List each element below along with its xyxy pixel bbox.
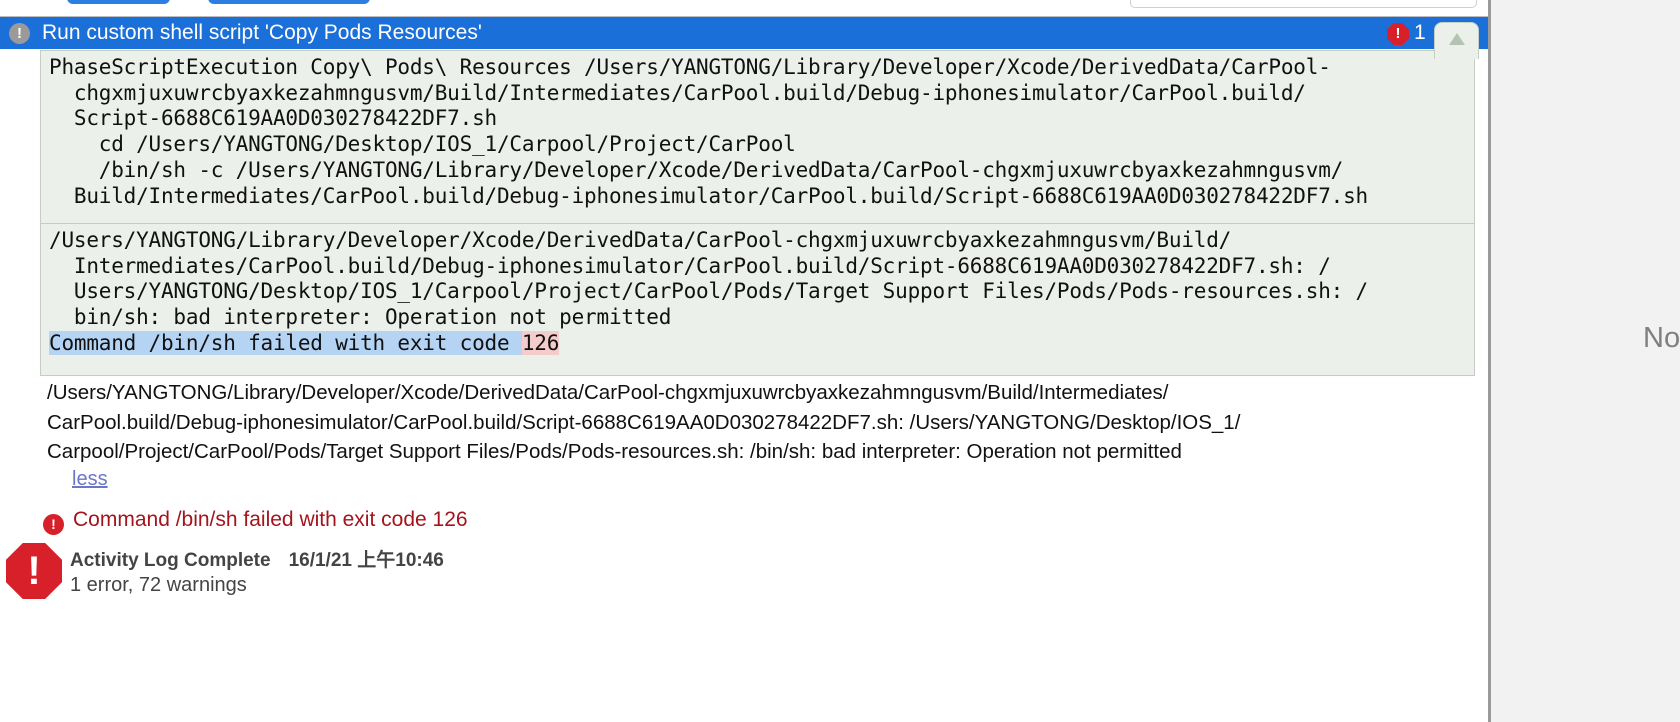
toolbar-button-1[interactable] [67,0,170,4]
stop-error-icon: ! [6,543,62,599]
error-icon: ! [1387,23,1409,45]
build-step-title: Run custom shell script 'Copy Pods Resou… [42,21,482,44]
error-summary-line[interactable]: ! Command /bin/sh failed with exit code 1… [43,508,468,535]
message-line: /Users/YANGTONG/Library/Developer/Xcode/… [47,381,1169,404]
transcript-line: chgxmjuxuwrcbyaxkezahmngusvm/Build/Inter… [49,80,1306,105]
build-step-header[interactable]: ! Run custom shell script 'Copy Pods Res… [0,16,1488,49]
activity-title: Activity Log Complete [70,550,271,571]
activity-date: 16/1/21 上午10:46 [288,550,444,571]
inspector-panel: No [1488,0,1680,722]
error-summary-text: Command /bin/sh failed with exit code 12… [73,508,468,531]
transcript-line: cd /Users/YANGTONG/Desktop/IOS_1/Carpool… [49,132,796,157]
info-icon: ! [9,23,30,44]
message-line: Carpool/Project/CarPool/Pods/Target Supp… [47,440,1182,463]
failed-text-highlight: Command /bin/sh failed with exit code [49,330,510,355]
error-message: /Users/YANGTONG/Library/Developer/Xcode/… [47,378,1240,467]
highlight-space [509,330,522,355]
activity-log-status: Activity Log Complete 16/1/21 上午10:46 [70,545,444,572]
transcript-line: Script-6688C619AA0D030278422DF7.sh [49,106,497,131]
output-line: /Users/YANGTONG/Library/Developer/Xcode/… [49,228,1232,252]
output-line: bin/sh: bad interpreter: Operation not p… [49,305,672,330]
collapse-button[interactable] [1434,22,1479,59]
output-line: Intermediates/CarPool.build/Debug-iphone… [49,253,1331,278]
command-output: /Users/YANGTONG/Library/Developer/Xcode/… [40,223,1475,376]
filter-field[interactable] [1130,0,1477,8]
transcript-line: Build/Intermediates/CarPool.build/Debug-… [49,183,1368,208]
output-line: Users/YANGTONG/Desktop/IOS_1/Carpool/Pro… [49,279,1368,304]
activity-summary: 1 error, 72 warnings [70,574,247,596]
error-count: 1 [1414,21,1426,44]
transcript-line: PhaseScriptExecution Copy\ Pods\ Resourc… [49,55,1331,79]
exit-code-highlight: 126 [521,330,560,355]
message-line: CarPool.build/Debug-iphonesimulator/CarP… [47,410,1241,434]
transcript-line: /bin/sh -c /Users/YANGTONG/Library/Devel… [49,157,1344,182]
less-link[interactable]: less [72,468,108,490]
toolbar-button-2[interactable] [208,0,370,4]
triangle-up-icon [1449,33,1465,45]
command-transcript: PhaseScriptExecution Copy\ Pods\ Resourc… [40,50,1475,224]
no-selection-label: No [1643,322,1680,354]
error-icon: ! [43,514,64,535]
